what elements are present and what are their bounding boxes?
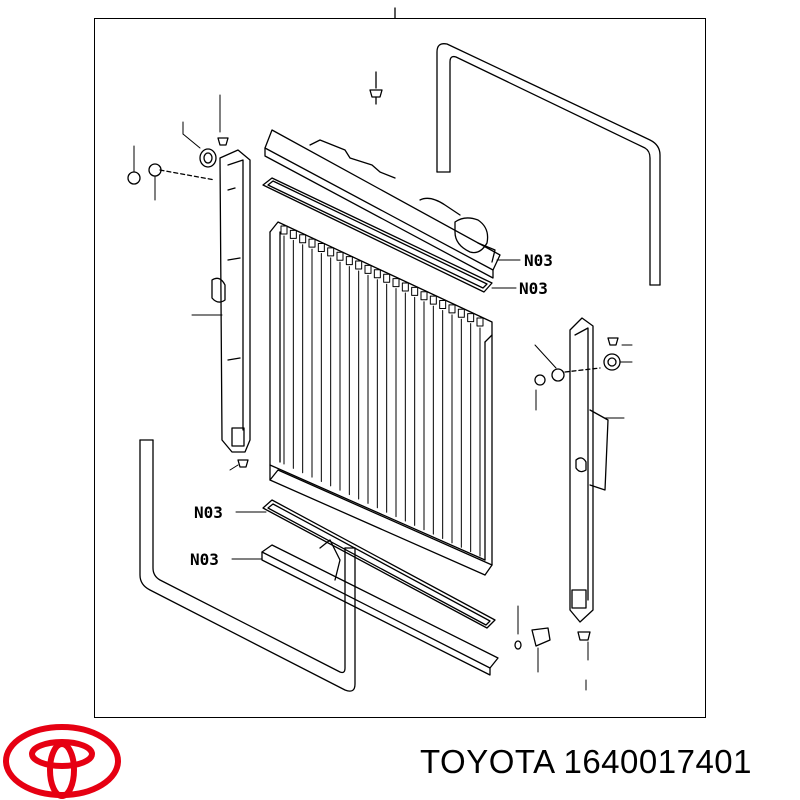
lower-tank bbox=[261, 539, 499, 676]
fin-cap bbox=[429, 295, 437, 305]
fin-cap bbox=[317, 243, 325, 253]
lower-gasket bbox=[262, 499, 496, 629]
callout-gasket-top: N03 bbox=[519, 279, 548, 298]
left-fasteners bbox=[127, 137, 249, 468]
leader-lines bbox=[133, 94, 633, 691]
fin-cap bbox=[448, 304, 456, 314]
left-bracket bbox=[211, 149, 251, 453]
fin-cap bbox=[327, 247, 335, 257]
fin-cap bbox=[401, 282, 409, 292]
upper-gasket bbox=[262, 177, 493, 293]
callout-tank-bottom: N03 bbox=[190, 550, 219, 569]
upper-seal bbox=[436, 43, 661, 286]
fin-cap bbox=[476, 317, 484, 327]
fin-cap bbox=[345, 256, 353, 266]
callout-gasket-bottom: N03 bbox=[194, 503, 223, 522]
toyota-logo bbox=[3, 724, 121, 799]
fin-cap bbox=[383, 273, 391, 283]
part-caption: TOYOTA 1640017401 bbox=[420, 743, 753, 780]
fin-cap bbox=[439, 299, 447, 309]
fin-cap bbox=[420, 291, 428, 301]
fin-cap bbox=[299, 234, 307, 244]
fin-cap bbox=[364, 264, 372, 274]
upper-tank bbox=[264, 129, 501, 279]
fin-cap bbox=[411, 286, 419, 296]
fin-cap bbox=[392, 278, 400, 288]
fin-cap bbox=[336, 251, 344, 261]
fin-cap bbox=[373, 269, 381, 279]
radiator-fins bbox=[280, 225, 484, 557]
radiator-core bbox=[269, 221, 493, 576]
fin-cap bbox=[280, 225, 288, 235]
fin-cap bbox=[467, 313, 475, 323]
diagram-frame bbox=[94, 18, 706, 718]
right-bracket bbox=[569, 317, 609, 623]
top-clip bbox=[369, 71, 383, 105]
lower-seal bbox=[139, 439, 356, 692]
fin-cap bbox=[355, 260, 363, 270]
callout-tank-top: N03 bbox=[524, 251, 553, 270]
fin-cap bbox=[457, 308, 465, 318]
right-fasteners bbox=[514, 337, 621, 650]
fin-cap bbox=[308, 238, 316, 248]
fin-cap bbox=[289, 229, 297, 239]
